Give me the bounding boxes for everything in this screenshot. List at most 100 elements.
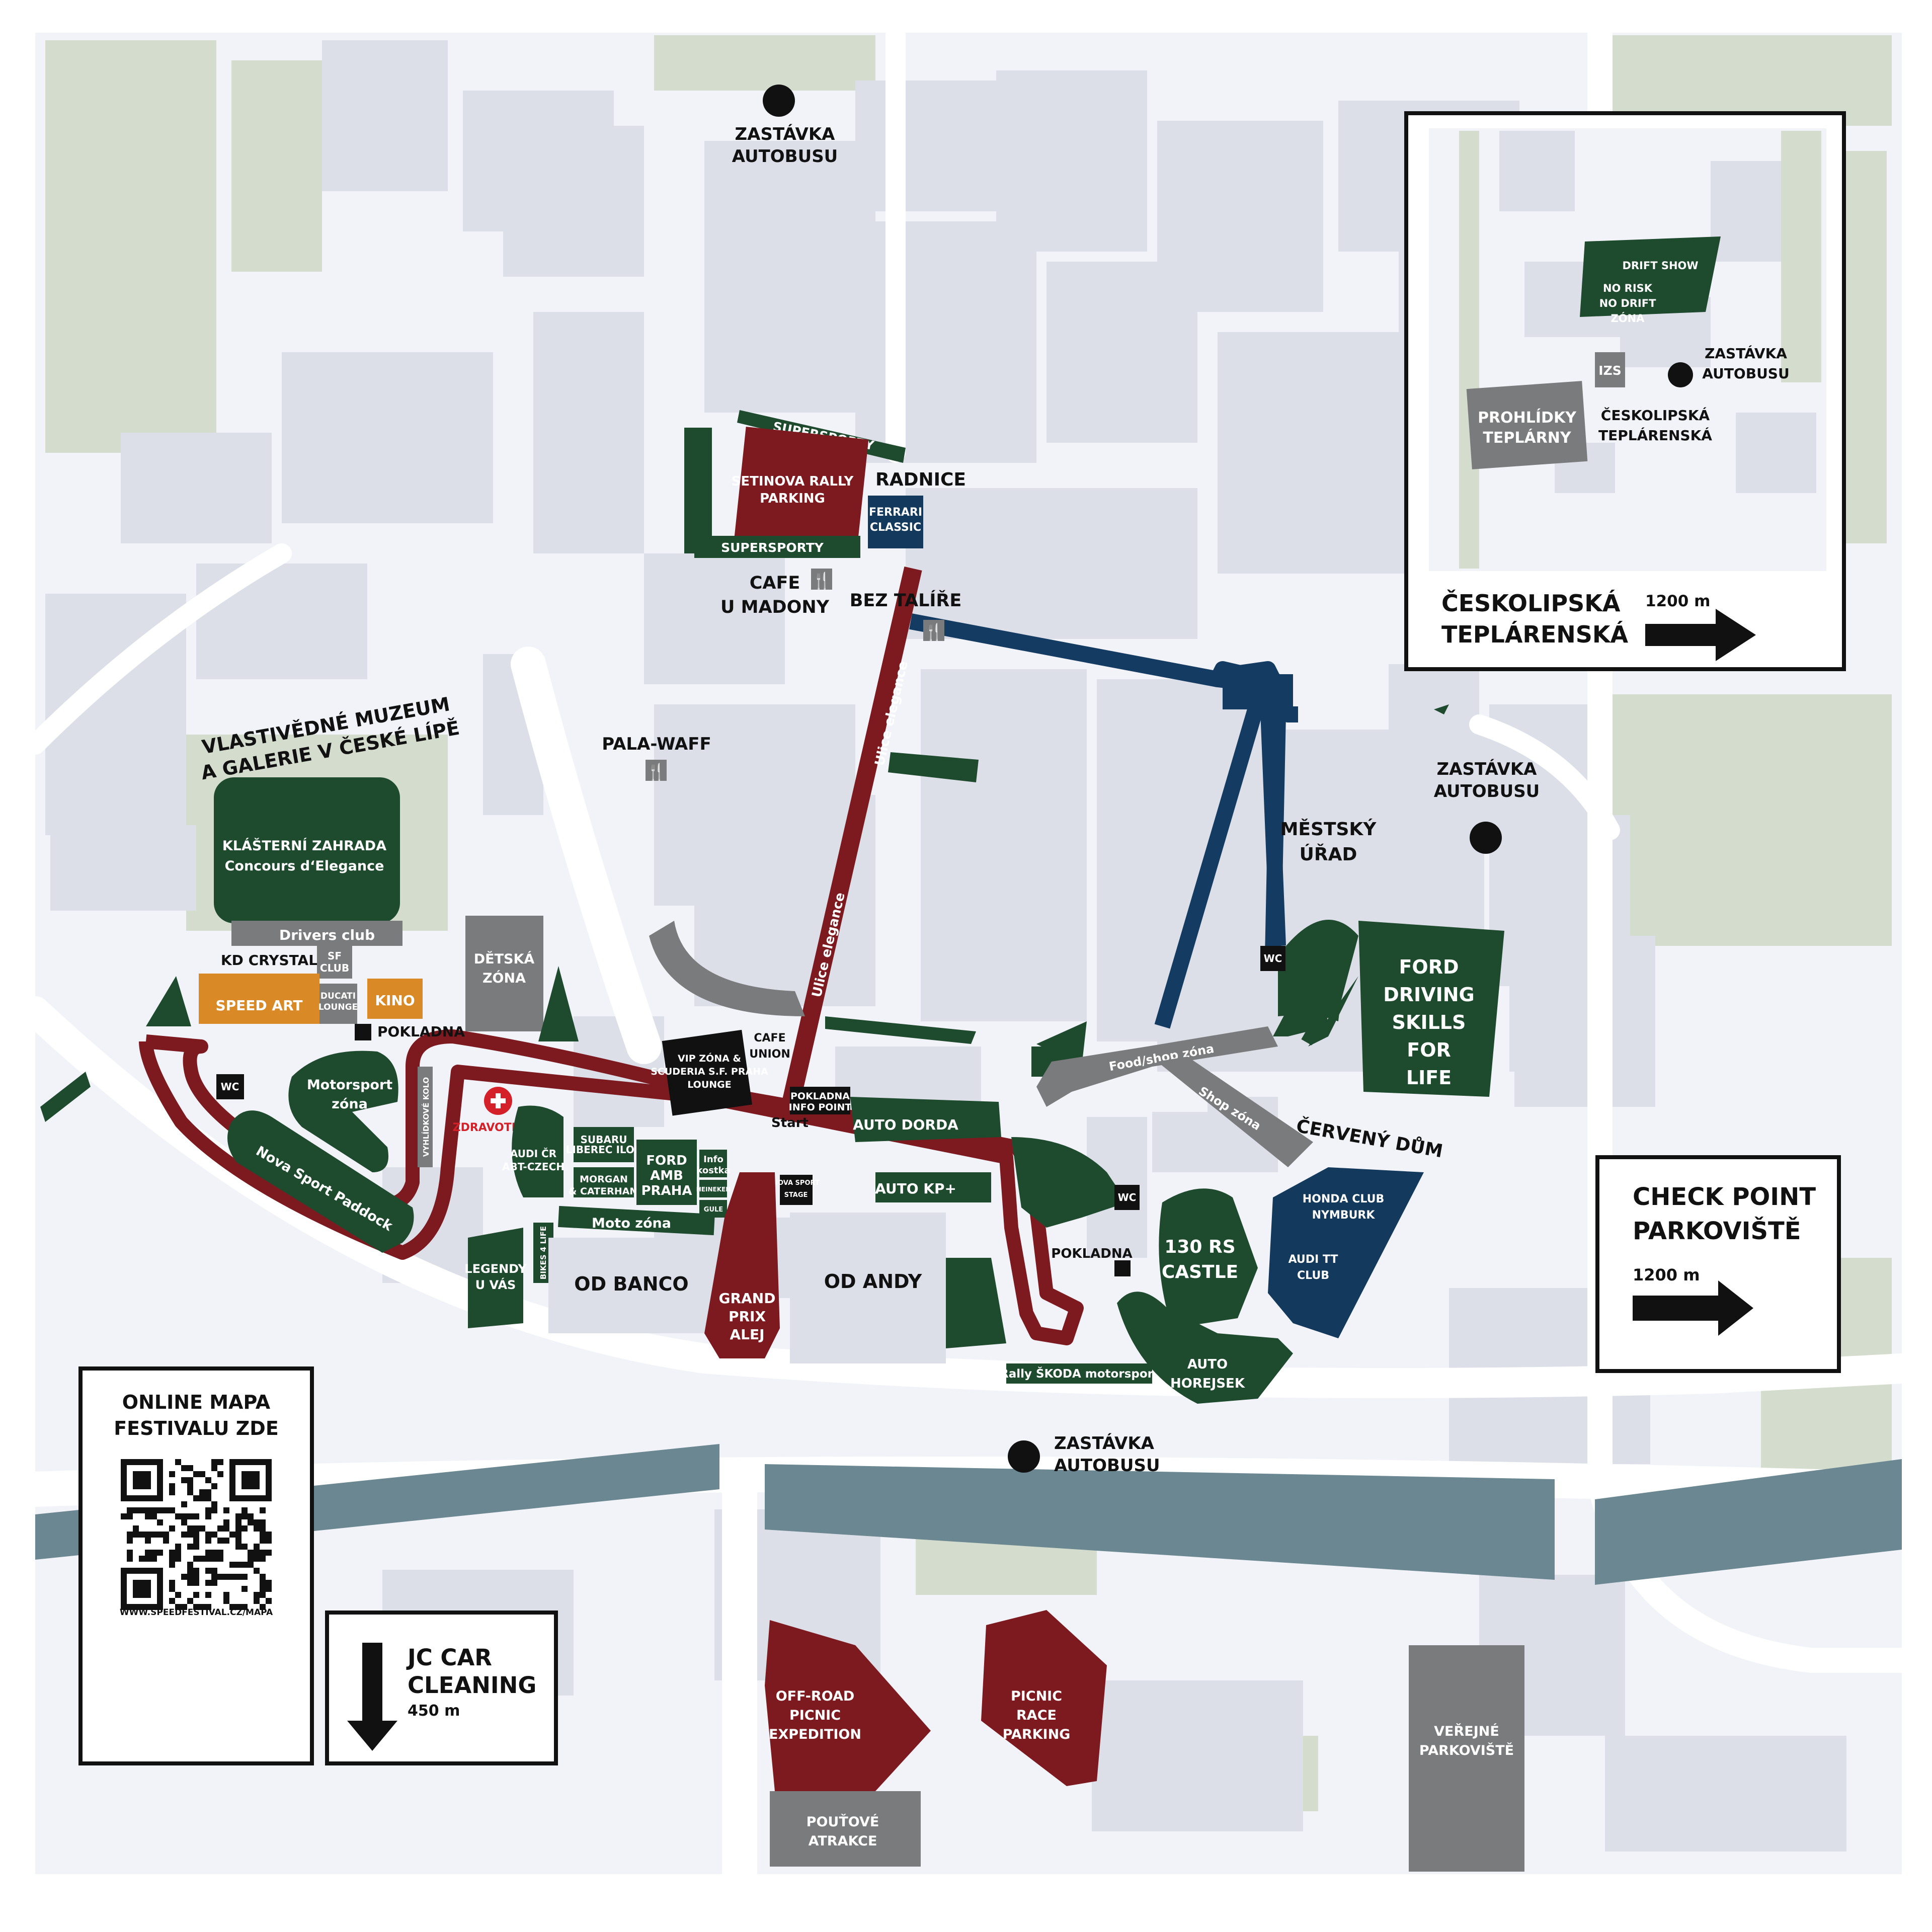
wc-marker-east[interactable] xyxy=(1260,946,1285,971)
qr-module xyxy=(217,1538,223,1544)
qr-module xyxy=(223,1574,229,1580)
drivers-club-zone[interactable] xyxy=(231,921,403,946)
picnic-race-zone[interactable] xyxy=(981,1610,1107,1786)
qr-module xyxy=(242,1562,248,1568)
supersporty-bottom-zone[interactable] xyxy=(694,536,860,558)
moto-zona[interactable] xyxy=(558,1205,715,1236)
green-zone-circle[interactable] xyxy=(1011,1137,1127,1228)
legendy-u-vas[interactable] xyxy=(468,1228,523,1328)
speed-art-zone[interactable] xyxy=(199,974,319,1024)
wc-markers: WC WC WC xyxy=(216,946,1285,1210)
prohlidky-zone[interactable] xyxy=(1466,381,1588,469)
auto-dorda[interactable] xyxy=(850,1097,1001,1142)
vip-zona[interactable] xyxy=(662,1029,753,1116)
qr-module xyxy=(175,1459,181,1465)
detska-zona[interactable] xyxy=(465,916,543,1031)
qr-module xyxy=(205,1550,211,1556)
supersporty-side-zone[interactable] xyxy=(684,428,712,553)
wc-marker-west[interactable] xyxy=(216,1074,244,1099)
motorsport-zona[interactable] xyxy=(288,1051,398,1172)
setinova-rally-parking[interactable] xyxy=(734,427,869,555)
bus-stop-marker-north[interactable] xyxy=(763,85,795,117)
nova-sport-stage[interactable] xyxy=(780,1175,813,1205)
qr-module xyxy=(187,1489,193,1495)
qr-module xyxy=(260,1580,266,1586)
honda-audi-tt-zone[interactable] xyxy=(1268,1167,1424,1338)
qr-module xyxy=(260,1519,266,1525)
green-stripe-east xyxy=(1301,983,1345,1045)
qr-module xyxy=(199,1489,205,1495)
qr-module xyxy=(254,1544,260,1550)
vyhlidkove-label: VYHLÍDKOVÉ KOLO xyxy=(421,1077,431,1157)
info-kostka-zone[interactable] xyxy=(699,1150,727,1177)
qr-module xyxy=(205,1513,211,1519)
ferrari-classic-zone[interactable] xyxy=(868,496,923,548)
inset-green-strip xyxy=(1459,131,1479,569)
qr-module xyxy=(169,1556,175,1562)
pokladna-info-point[interactable] xyxy=(790,1087,850,1114)
qr-module xyxy=(205,1507,211,1513)
heineken-zone[interactable] xyxy=(699,1180,727,1197)
qr-module xyxy=(266,1580,272,1586)
audi-cr-zone[interactable] xyxy=(512,1105,564,1198)
rs-castle-zone[interactable] xyxy=(1159,1188,1258,1328)
qr-panel[interactable] xyxy=(78,1366,314,1765)
qr-module xyxy=(205,1592,211,1598)
offroad-picnic-zone[interactable] xyxy=(765,1620,931,1791)
qr-module xyxy=(145,1532,151,1538)
pokladna-marker-east[interactable] xyxy=(1114,1260,1131,1276)
od-banco[interactable] xyxy=(548,1238,714,1333)
ford-driving-zone[interactable] xyxy=(1358,921,1504,1097)
kino-zone[interactable] xyxy=(367,979,423,1019)
green-zone-corner[interactable] xyxy=(946,1258,1006,1348)
poutove-atrakce-zone[interactable] xyxy=(770,1791,921,1867)
od-andy[interactable] xyxy=(790,1213,946,1363)
inset-bus-stop-marker[interactable] xyxy=(1668,362,1693,387)
bus-stop-marker-east[interactable] xyxy=(1470,822,1502,854)
qr-module xyxy=(260,1538,266,1544)
bus-stop-marker-south[interactable] xyxy=(1008,1440,1040,1473)
drift-show-zone[interactable] xyxy=(1580,236,1721,317)
rally-skoda-zone[interactable] xyxy=(1006,1363,1152,1384)
qr-module xyxy=(169,1483,175,1489)
auto-horejsek-zone[interactable] xyxy=(1117,1292,1293,1404)
qr-module xyxy=(260,1586,266,1592)
auto-dorda-label: AUTO DORDA xyxy=(853,1116,958,1133)
shop-zone[interactable] xyxy=(1157,1057,1313,1167)
morgan-zone[interactable] xyxy=(574,1167,634,1197)
pokladna-marker-west[interactable] xyxy=(355,1024,371,1040)
izs-zone[interactable] xyxy=(1595,352,1625,387)
qr-module xyxy=(157,1519,163,1525)
food-shop-zone[interactable] xyxy=(1036,1026,1278,1107)
sf-club-zone[interactable] xyxy=(317,946,352,979)
bez-talire-label: BEZ TALÍŘE xyxy=(850,590,962,611)
qr-module xyxy=(127,1550,133,1556)
wc-marker-center[interactable] xyxy=(1114,1185,1140,1210)
qr-code-icon[interactable] xyxy=(121,1459,272,1610)
subaru-zone[interactable] xyxy=(574,1127,634,1162)
klasterni-zahrada-zone[interactable] xyxy=(214,777,400,923)
qr-module xyxy=(181,1477,187,1483)
vyhlidkove-kolo[interactable] xyxy=(418,1067,433,1167)
ford-amb-zone[interactable] xyxy=(636,1140,697,1205)
ducati-lounge-zone[interactable] xyxy=(319,984,357,1024)
cleaning-arrow-down-icon xyxy=(347,1643,397,1751)
qr-url[interactable]: WWW.SPEEDFESTIVAL.CZ/MAPA xyxy=(120,1607,273,1618)
qr-module xyxy=(169,1586,175,1592)
qr-module xyxy=(127,1513,133,1519)
verejne-parkoviste-zone[interactable] xyxy=(1409,1645,1524,1872)
qr-module xyxy=(223,1592,229,1598)
nova-sport-paddock[interactable] xyxy=(227,1110,414,1253)
qr-module xyxy=(242,1525,248,1532)
auto-kp[interactable] xyxy=(875,1172,991,1202)
grand-prix-alej[interactable] xyxy=(704,1172,780,1358)
qr-module xyxy=(187,1483,193,1489)
